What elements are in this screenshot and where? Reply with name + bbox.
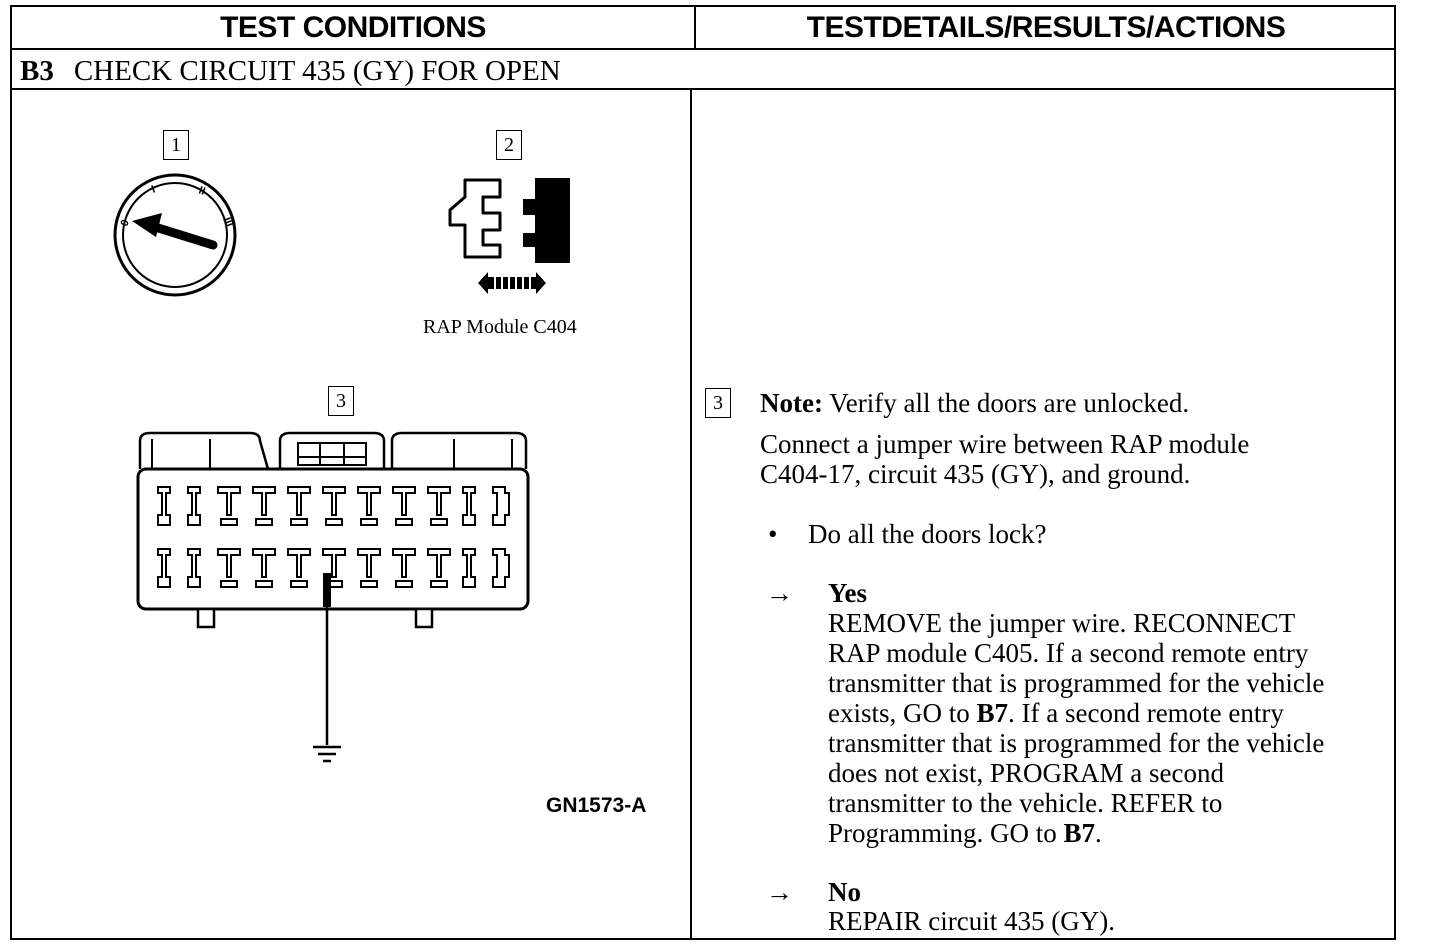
yes-line-8-before: Programming. GO to xyxy=(828,818,1064,848)
yes-line-5-before: transmitter that is programmed for the v… xyxy=(828,728,1325,758)
yes-line-6: does not exist, PROGRAM a second xyxy=(828,758,1224,788)
yes-line-6-before: does not exist, PROGRAM a second xyxy=(828,758,1224,788)
connector-disconnect-icon xyxy=(448,178,570,294)
yes-line-4-after: . If a second remote entry xyxy=(1008,698,1284,728)
note-text: Verify all the doors are unlocked. xyxy=(829,388,1190,418)
no-label: No xyxy=(828,877,861,907)
no-arrow: → xyxy=(766,877,793,907)
no-text: REPAIR circuit 435 (GY). xyxy=(828,906,1115,936)
body-column-divider xyxy=(690,89,692,939)
yes-line-4: exists, GO to B7. If a second remote ent… xyxy=(828,698,1284,728)
yes-line-1-before: REMOVE the jumper wire. RECONNECT xyxy=(828,608,1296,638)
yes-arrow: → xyxy=(766,578,793,608)
yes-label: Yes xyxy=(828,578,867,608)
bullet-marker: • xyxy=(768,519,778,549)
connector-pin-row-bottom xyxy=(157,548,510,588)
header-divider xyxy=(12,48,1394,50)
test-details-header: TESTDETAILS/RESULTS/ACTIONS xyxy=(806,11,1286,44)
ignition-position-0: 0 xyxy=(119,218,132,228)
yes-line-2: RAP module C405. If a second remote entr… xyxy=(828,638,1308,668)
connector-jumper-to-ground-icon xyxy=(136,431,530,763)
note-label: Note: xyxy=(760,388,823,418)
test-procedure-table: TEST CONDITIONS TESTDETAILS/RESULTS/ACTI… xyxy=(10,5,1396,940)
instruction-line-1: Connect a jumper wire between RAP module xyxy=(760,429,1250,459)
yes-line-1: REMOVE the jumper wire. RECONNECT xyxy=(828,608,1295,638)
ignition-switch-off-icon: 0 I II III xyxy=(113,173,237,297)
figure-callout-2: 2 xyxy=(496,130,522,160)
step-title-row: B3 CHECK CIRCUIT 435 (GY) FOR OPEN xyxy=(20,55,561,88)
yes-line-5: transmitter that is programmed for the v… xyxy=(828,728,1324,758)
test-conditions-header: TEST CONDITIONS xyxy=(220,11,486,44)
question-text: Do all the doors lock? xyxy=(808,519,1047,549)
figure-id: GN1573-A xyxy=(546,794,647,817)
yes-line-8: Programming. GO to B7. xyxy=(828,818,1102,848)
figure-callout-1: 1 xyxy=(163,130,189,160)
header-column-divider xyxy=(694,7,696,49)
yes-line-8-bold: B7 xyxy=(1063,818,1096,848)
details-callout-3: 3 xyxy=(705,388,731,418)
yes-line-7-before: transmitter to the vehicle. REFER to xyxy=(828,788,1223,818)
ignition-position-I: I xyxy=(150,183,157,195)
yes-line-4-before: exists, GO to xyxy=(828,698,977,728)
note-line: Note: Verify all the doors are unlocked. xyxy=(760,388,1189,418)
ground-symbol-icon xyxy=(313,745,341,763)
connector-pin-row-top xyxy=(157,486,510,526)
step-row-divider xyxy=(12,88,1394,90)
yes-line-3: transmitter that is programmed for the v… xyxy=(828,668,1324,698)
yes-line-8-after: . xyxy=(1095,818,1102,848)
yes-line-3-before: transmitter that is programmed for the v… xyxy=(828,668,1325,698)
yes-line-2-before: RAP module C405. If a second remote entr… xyxy=(828,638,1309,668)
ignition-position-III: III xyxy=(220,216,234,229)
connector-caption: RAP Module C404 xyxy=(423,316,577,338)
step-title: CHECK CIRCUIT 435 (GY) FOR OPEN xyxy=(73,55,561,87)
figure-callout-3: 3 xyxy=(328,386,354,416)
instruction-line-2: C404-17, circuit 435 (GY), and ground. xyxy=(760,459,1191,489)
yes-line-4-bold: B7 xyxy=(976,698,1009,728)
step-id: B3 xyxy=(20,55,54,87)
yes-line-7: transmitter to the vehicle. REFER to xyxy=(828,788,1222,818)
ignition-position-II: II xyxy=(197,185,207,198)
